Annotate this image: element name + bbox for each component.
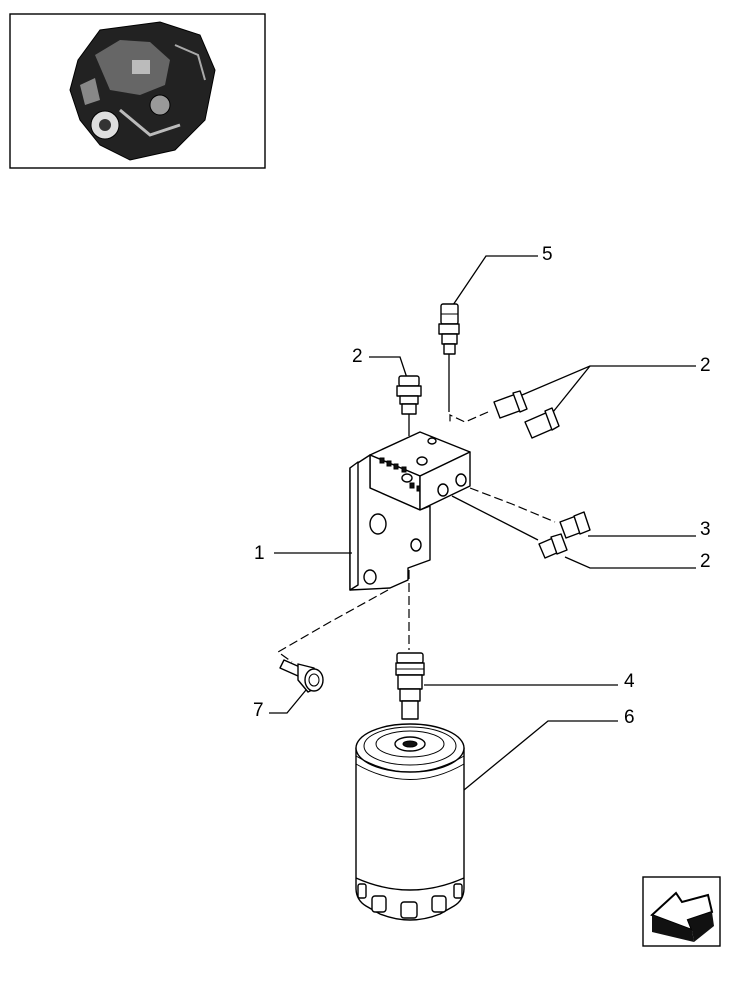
engine-thumbnail-icon (9, 13, 266, 169)
oil-filter (355, 723, 465, 921)
callout-7: 7 (253, 689, 307, 721)
filter-head-bracket (349, 431, 471, 591)
pressure-sensor (438, 303, 460, 355)
fitting-2-lower (538, 533, 568, 559)
callout-4: 4 (424, 671, 635, 692)
callout-5: 5 (450, 244, 553, 309)
svg-text:1: 1 (254, 543, 265, 564)
fitting-3 (559, 511, 591, 539)
svg-text:3: 3 (700, 519, 711, 540)
fitting-2-guide (451, 495, 539, 541)
adapter-4 (395, 652, 425, 720)
bolt-guide (276, 589, 389, 663)
callout-2-top-left: 2 (352, 346, 408, 379)
svg-text:2: 2 (352, 346, 363, 367)
fitting-right-guide (449, 411, 489, 425)
fitting-right-upper (493, 390, 528, 419)
callout-6: 6 (463, 707, 635, 791)
svg-text:6: 6 (624, 707, 635, 728)
callout-2-lower: 2 (564, 551, 711, 572)
arrow-left-icon[interactable] (642, 876, 721, 947)
fitting-right-lower (524, 407, 560, 439)
fitting-3-guide (469, 487, 556, 523)
svg-text:7: 7 (253, 700, 264, 721)
bolt-7 (279, 659, 324, 693)
fitting-top (396, 375, 422, 415)
svg-text:4: 4 (624, 671, 635, 692)
callout-1: 1 (254, 543, 352, 564)
svg-text:5: 5 (542, 244, 553, 265)
svg-text:2: 2 (700, 355, 711, 376)
callout-3: 3 (588, 519, 711, 540)
callout-2-top-right: 2 (521, 355, 711, 413)
svg-text:2: 2 (700, 551, 711, 572)
